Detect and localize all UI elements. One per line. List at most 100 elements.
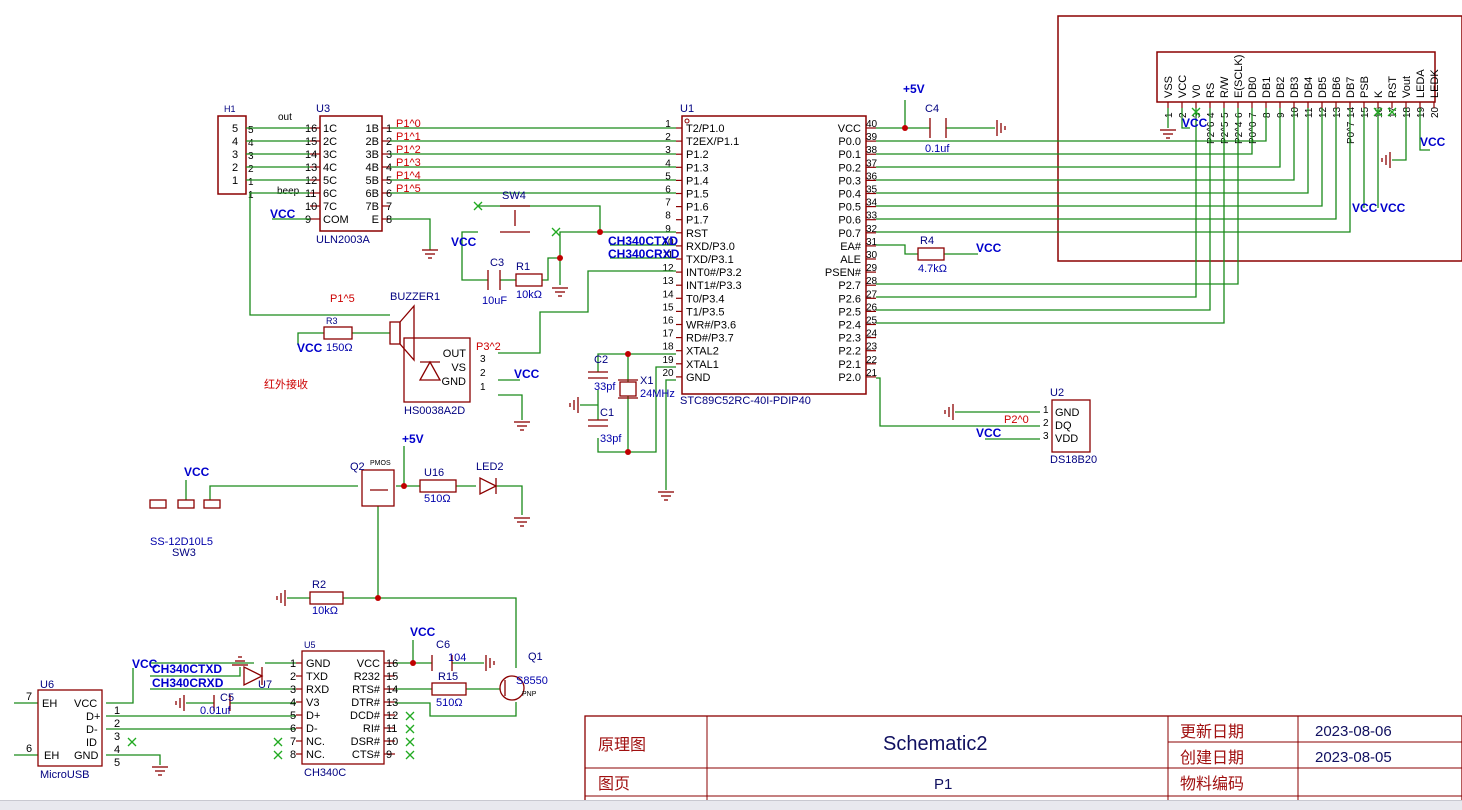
u6-pin-number: 5 [114,757,120,769]
lcd-pin-number: 12 [1318,106,1329,118]
h1-ref: H1 [224,104,236,114]
mcu-u1[interactable]: U1 STC89C52RC-40I-PDIP40 T2/P1.01T2EX/P1… [662,103,877,407]
sw3-value: SS-12D10L5 [150,536,213,548]
u1-pin-number: 27 [866,289,878,300]
lcd-pin-label: K [1373,90,1385,98]
u5-part: CH340C [304,767,346,779]
lcd-module[interactable]: VSS1VCC2V03RS4R/W5E(SCLK)6DB07DB18DB29DB… [1057,15,1462,262]
u6-pin-number: 2 [114,718,120,730]
u6-pin-number: 6 [26,743,32,755]
driver-u3[interactable]: U3 ULN2003A 1C162C153C144C135C126C117C10… [277,103,421,246]
c6-ref: C6 [436,639,450,651]
sw3-ref: SW3 [172,547,196,559]
u1-pin-label: P2.2 [838,346,861,358]
u6-pin-label: VCC [74,698,97,710]
u1-pin-number: 19 [662,355,674,366]
u5-pin-number: 4 [290,697,296,709]
u6-ref: U6 [40,679,54,691]
h1-pin-number: 3 [248,151,254,162]
u1-pin-number: 36 [866,171,878,182]
u3-pin-number: 5 [386,175,392,187]
tb-label-created: 创建日期 [1180,749,1244,767]
u1-pin-label: P1.7 [686,215,709,227]
u6-pin-number: 3 [114,731,120,743]
c5-ref: C5 [220,692,234,704]
u6-pin-number: 7 [26,691,32,703]
lcd-pin-number: 17 [1388,106,1399,118]
tb-label-material: 物料编码 [1180,775,1244,793]
u1-pin-label: ALE [840,254,861,266]
usb-uart-u5[interactable]: U5 CH340C GND1TXD2RXD3V34D+5D-6NC.7NC.8V… [290,640,398,779]
u3-pin-number: 4 [386,162,392,174]
lcd-pin-number: 10 [1290,106,1301,118]
u16-ref: U16 [424,467,444,479]
c3-value: 10uF [482,295,507,307]
u5-pin-number: 13 [386,697,398,709]
u5-pin-label: RTS# [352,684,381,696]
u5-pin-label: R232 [354,671,380,683]
u5-pin-number: 12 [386,710,398,722]
u1-pin-label: XTAL1 [686,359,719,371]
buzzer-ref: BUZZER1 [390,291,440,303]
u16-value: 510Ω [424,493,451,505]
lcd-pin-label: DB1 [1261,77,1273,98]
r15-value: 510Ω [436,697,463,709]
u1-pin-label: T1/P3.5 [686,306,725,318]
u3-net-label: P1^5 [396,183,421,195]
led2-ref: LED2 [476,461,504,473]
title-block: 原理图 Schematic2 更新日期 2023-08-06 创建日期 2023… [584,715,1462,807]
u3-pin-label: 7B [366,201,379,213]
x1-ref: X1 [640,375,653,387]
tb-label-page: 图页 [598,776,630,793]
u1-pin-label: T0/P3.4 [686,293,725,305]
u3-net-label: P1^2 [396,144,421,156]
p5v-q2: +5V [402,432,424,446]
u1-ref: U1 [680,103,694,115]
u5-pin-label: D+ [306,710,320,722]
u5-pin-number: 5 [290,710,296,722]
u1-pin-label: WR#/P3.6 [686,320,736,332]
buzzer-net: P1^5 [330,293,355,305]
u1-pin-label: RST [686,228,708,240]
u1-pin-label: INT0#/P3.2 [686,267,742,279]
lcd-pin-label: DB6 [1331,77,1343,98]
u1-pin-label: P0.2 [838,162,861,174]
r15-ref: R15 [438,671,458,683]
u1-pin-label: RD#/P3.7 [686,333,734,345]
vcc-sensor: VCC [514,367,540,381]
u1-pin-label: P2.3 [838,333,861,345]
u1-pin-number: 13 [662,276,674,287]
lcd-pin-label: Vout [1401,76,1413,98]
u3-out-label: out [278,112,292,123]
u5-pin-label: GND [306,658,331,670]
u3-pin-number: 8 [386,214,392,226]
u7-ref: U7 [258,679,272,691]
u2-pin-number: 3 [1043,431,1049,442]
component-symbols [37,118,1091,767]
u1-pin-number: 26 [866,302,878,313]
u1-pin-label: P2.7 [838,280,861,292]
vcc-buzzer: VCC [297,341,323,355]
u3-net-label: P1^3 [396,157,421,169]
lcd-pin-number: 7 [1248,112,1259,118]
u6-pin-label: GND [74,750,99,762]
u5-pin-label: DTR# [351,697,381,709]
lcd-pin-label: DB7 [1345,77,1357,98]
wires [14,100,1430,765]
u5-pin-number: 7 [290,736,296,748]
u1-pin-number: 3 [665,145,671,156]
u5-pin-number: 9 [386,749,392,761]
u1-pin-number: 33 [866,211,878,222]
vcc-sw4: VCC [451,235,477,249]
u1-pin-label: P2.6 [838,293,861,305]
u1-pin-number: 12 [662,263,674,274]
u3-beep-label: beep [277,186,300,197]
lcd-pin-label: DB0 [1247,77,1259,98]
u3-pin-number: 12 [305,175,317,187]
net-ch340-rxd-u5: CH340CRXD [152,676,224,690]
u1-pin-number: 37 [866,158,878,169]
